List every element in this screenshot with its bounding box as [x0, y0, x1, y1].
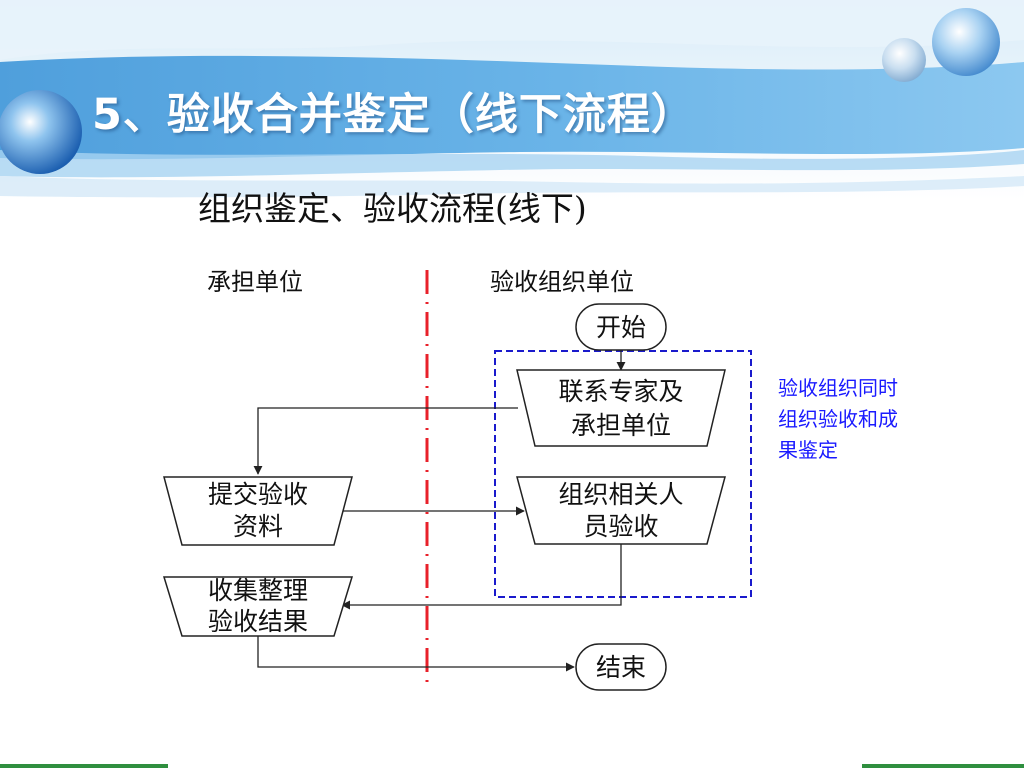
node-end	[575, 643, 667, 691]
side-note-line2: 组织验收和成	[778, 407, 898, 431]
dashed-group-box	[494, 350, 752, 598]
footer-accent-right	[862, 764, 1024, 768]
decorative-orb-icon	[882, 38, 926, 82]
connector-collect-end	[257, 636, 575, 672]
node-organize-label-line2: 员验收	[583, 512, 658, 541]
node-start-label: 开始	[596, 313, 646, 342]
slide-title: 5、验收合并鉴定（线下流程）	[92, 90, 695, 140]
connector-contact-submit	[253, 407, 518, 475]
title-banner	[0, 0, 1024, 200]
node-contact-label-line1: 联系专家及	[558, 377, 683, 406]
node-submit-label-line1: 提交验收	[208, 480, 308, 509]
decorative-orb-icon	[932, 8, 1000, 76]
node-contact-label-line2: 承担单位	[571, 411, 671, 440]
node-collect	[162, 576, 354, 637]
lane-label-right: 验收组织单位	[490, 268, 634, 296]
decorative-orb-icon	[0, 90, 82, 174]
node-contact	[516, 369, 726, 447]
connector-organize-collect	[341, 544, 622, 610]
side-note-line1: 验收组织同时	[778, 376, 898, 400]
node-collect-label-line2: 验收结果	[208, 607, 308, 636]
node-start	[575, 303, 667, 351]
diagram-title: 组织鉴定、验收流程(线下)	[198, 189, 587, 228]
node-organize-label-line1: 组织相关人	[558, 480, 683, 509]
node-submit-label-line2: 资料	[233, 512, 283, 541]
lane-label-left: 承担单位	[207, 268, 303, 296]
side-note-line3: 果鉴定	[778, 438, 838, 462]
node-organize	[516, 476, 726, 545]
node-collect-label-line1: 收集整理	[208, 576, 308, 605]
footer-accent-left	[0, 764, 168, 768]
node-submit	[163, 476, 353, 546]
node-end-label: 结束	[596, 653, 646, 682]
